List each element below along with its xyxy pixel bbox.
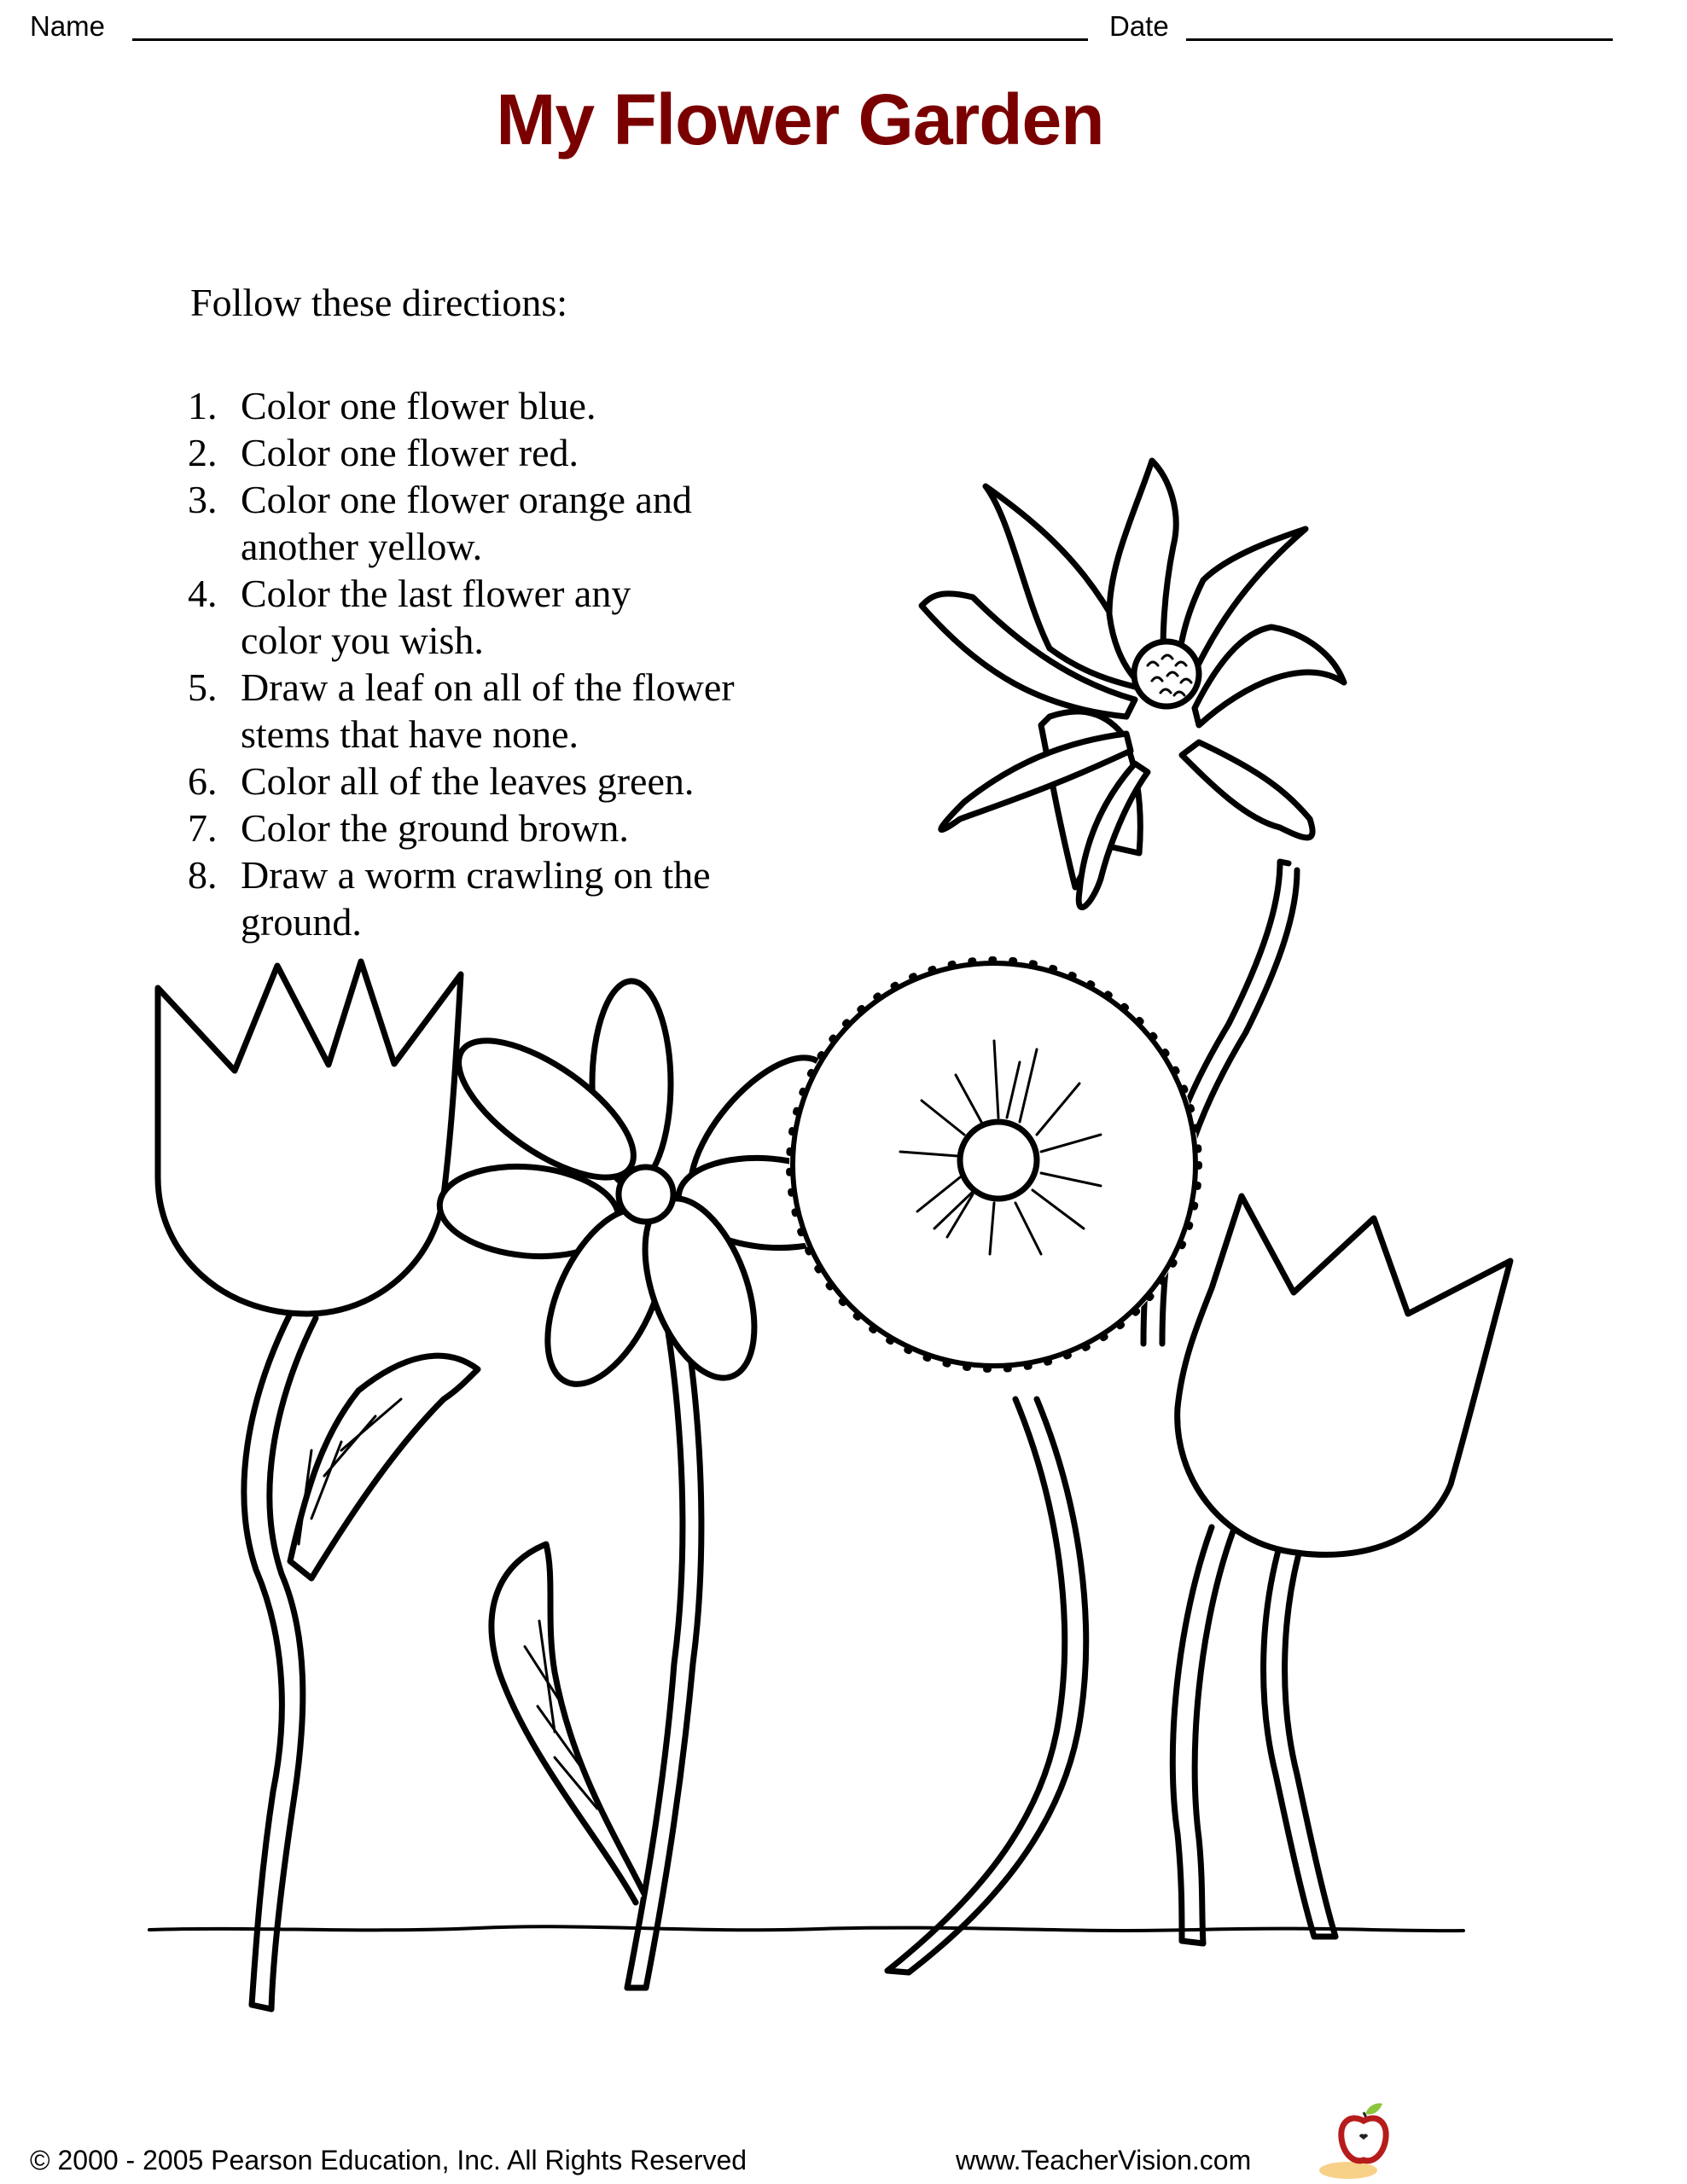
direction-number: 2. <box>188 431 218 474</box>
direction-number: 7. <box>188 806 218 850</box>
direction-number: 1. <box>188 384 218 427</box>
direction-item: 1. Color one flower blue. <box>188 382 735 429</box>
direction-text-continued: color you wish. <box>241 619 484 662</box>
page-title: My Flower Garden <box>496 79 1104 160</box>
tulip-left <box>154 958 481 2013</box>
direction-item: 2. Color one flower red. <box>188 429 735 476</box>
direction-text: Draw a worm crawling on the <box>241 853 711 897</box>
direction-text: Color all of the leaves green. <box>241 759 695 803</box>
direction-text: Color one flower red. <box>241 431 579 474</box>
directions-list: 1. Color one flower blue. 2. Color one f… <box>188 382 735 945</box>
direction-text: Color the ground brown. <box>241 806 629 850</box>
direction-text-continued: ground. <box>241 900 362 944</box>
direction-item: 4. Color the last flower any color you w… <box>188 570 735 664</box>
direction-number: 5. <box>188 665 218 709</box>
copyright-notice: © 2000 - 2005 Pearson Education, Inc. Al… <box>30 2145 748 2175</box>
direction-item: 7. Color the ground brown. <box>188 804 735 851</box>
apple-icon <box>1319 2103 1389 2179</box>
direction-text: Color one flower orange and <box>241 478 692 521</box>
daisy <box>436 978 861 1991</box>
direction-item: 8. Draw a worm crawling on the ground. <box>188 851 735 945</box>
direction-number: 8. <box>188 853 218 897</box>
name-field-line[interactable] <box>132 38 1088 41</box>
name-label: Name <box>30 10 106 42</box>
direction-number: 4. <box>188 572 218 615</box>
direction-number: 3. <box>188 478 218 521</box>
ground-line <box>148 1925 1465 1933</box>
direction-text: Draw a leaf on all of the flower <box>241 665 735 709</box>
star-flower <box>918 457 1347 1347</box>
direction-number: 6. <box>188 759 218 803</box>
direction-text: Color one flower blue. <box>241 384 596 427</box>
date-field-line[interactable] <box>1186 38 1613 41</box>
directions-heading: Follow these directions: <box>190 281 568 324</box>
direction-item: 5. Draw a leaf on all of the flower stem… <box>188 664 735 758</box>
direction-item: 6. Color all of the leaves green. <box>188 758 735 804</box>
direction-text-continued: stems that have none. <box>241 712 579 756</box>
round-flower <box>786 956 1202 1976</box>
tulip-right <box>1169 1193 1514 1947</box>
date-label: Date <box>1109 10 1169 42</box>
direction-text-continued: another yellow. <box>241 525 483 568</box>
direction-item: 3. Color one flower orange and another y… <box>188 476 735 570</box>
teachervision-url[interactable]: www.TeacherVision.com <box>956 2145 1252 2175</box>
direction-text: Color the last flower any <box>241 572 631 615</box>
